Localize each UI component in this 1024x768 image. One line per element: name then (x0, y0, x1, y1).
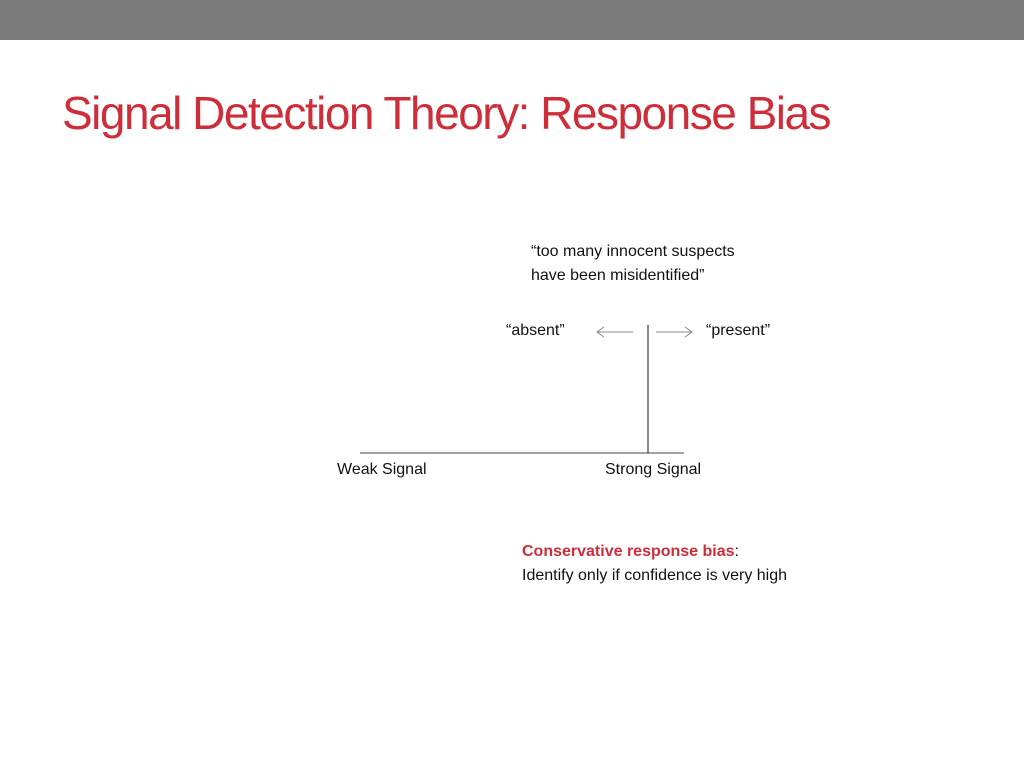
quote-line-1: “too many innocent suspects (531, 243, 735, 260)
weak-signal-label: Weak Signal (337, 461, 427, 478)
absent-label: “absent” (506, 322, 565, 339)
bias-callout: Conservative response bias: Identify onl… (522, 540, 787, 588)
slide-title: Signal Detection Theory: Response Bias (62, 87, 832, 139)
quote-line-2: have been misidentified” (531, 267, 705, 284)
quote-text: “too many innocent suspects have been mi… (531, 240, 735, 288)
arrow-left-icon (596, 326, 633, 338)
bias-description: Identify only if confidence is very high (522, 567, 788, 584)
strong-signal-label: Strong Signal (605, 461, 702, 478)
bias-heading: Conservative response bias (522, 543, 735, 560)
bias-heading-colon: : (734, 543, 739, 560)
present-label: “present” (706, 322, 771, 339)
arrow-right-icon (656, 326, 693, 338)
top-bar (0, 0, 1024, 40)
bias-heading-line: Conservative response bias: (522, 540, 787, 564)
